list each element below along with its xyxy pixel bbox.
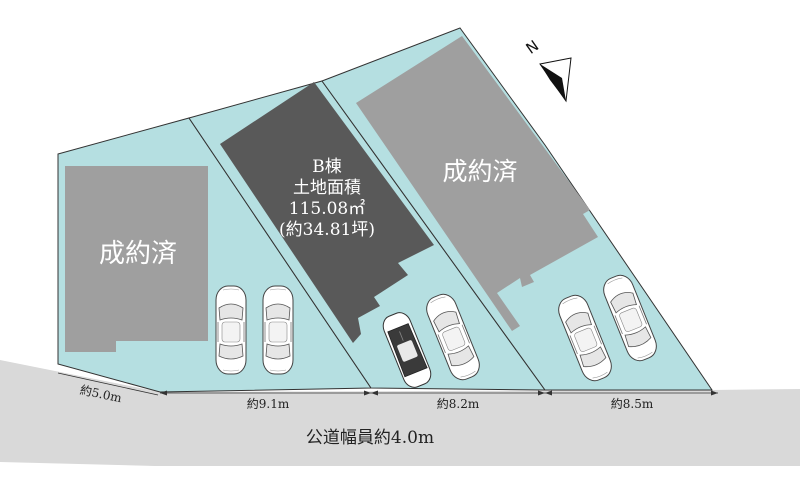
public-road — [0, 360, 800, 466]
dimension-frontage-a: 約9.1m — [247, 396, 290, 411]
lot-c-status: 成約済 — [442, 157, 517, 186]
car-lot-a-left — [215, 285, 247, 375]
north-arrow-icon — [539, 57, 572, 103]
road-width-label: 公道幅員約4.0m — [306, 428, 434, 448]
lot-c-building — [356, 36, 598, 331]
dimension-arrows — [160, 390, 718, 396]
lot-a-building — [65, 166, 208, 352]
lot-a-status: 成約済 — [99, 239, 177, 269]
lot-b-area-label: 土地面積 — [293, 178, 361, 198]
dimension-frontage-b: 約8.2m — [437, 396, 480, 411]
lot-b-title: B棟 — [312, 157, 342, 177]
lot-b-building — [220, 82, 434, 343]
lot-b-area-sqm: 115.08㎡ — [289, 199, 365, 219]
north-label: N — [523, 37, 543, 58]
lot-b-area-tsubo: (約34.81坪) — [279, 220, 375, 240]
dimension-lines — [57, 372, 718, 396]
car-lot-a-right — [262, 285, 294, 375]
dimension-frontage-c: 約8.5m — [611, 396, 654, 411]
